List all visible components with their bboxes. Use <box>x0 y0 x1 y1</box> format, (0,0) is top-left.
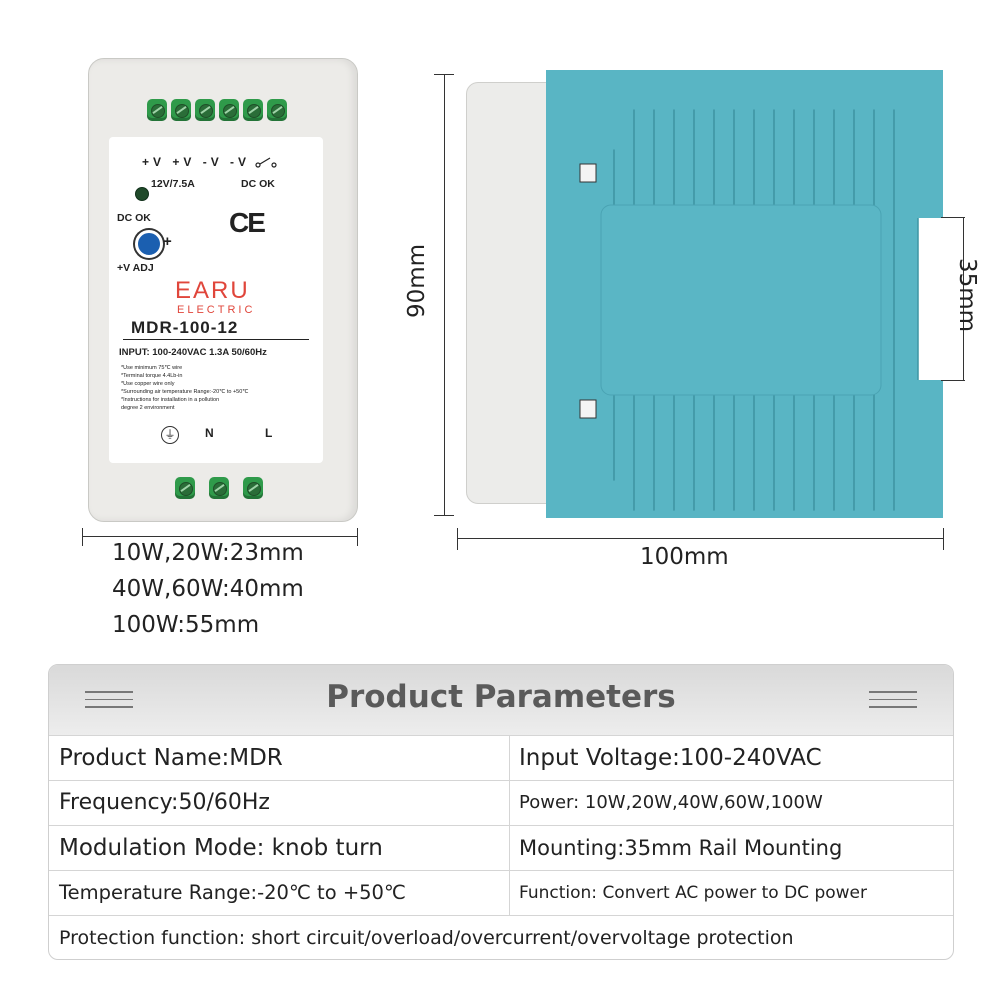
column-divider <box>509 735 510 915</box>
terminal-screw <box>175 477 195 499</box>
rail-dimension-tick <box>941 380 965 381</box>
brand-subtitle: ELECTRIC <box>177 304 256 316</box>
note-line: *Terminal torque 4.4Lb-in <box>121 373 183 379</box>
dimension-tick <box>434 74 454 75</box>
voltage-adjust-knob[interactable] <box>135 230 163 258</box>
side-ribs <box>579 109 943 511</box>
input-terminals <box>175 477 263 499</box>
note-line: *Instructions for installation in a poll… <box>121 397 220 403</box>
table-title: Product Parameters <box>326 679 676 715</box>
table-cell: Temperature Range:-20℃ to +50℃ <box>59 881 406 904</box>
terminal-screw <box>219 99 239 121</box>
table-cell: Mounting:35mm Rail Mounting <box>519 836 843 860</box>
switch-icon <box>255 157 277 168</box>
output-rating: 12V/7.5A <box>151 178 195 190</box>
width-dimension-line <box>82 536 358 537</box>
height-dimension-line <box>444 74 445 516</box>
table-cell: Protection function: short circuit/overl… <box>59 927 794 949</box>
brand-logo: EARU <box>175 277 250 304</box>
adjust-plus-sign: + <box>163 233 172 250</box>
dimension-tick <box>943 528 944 550</box>
table-cell: Modulation Mode: knob turn <box>59 835 383 861</box>
dc-ok-relay-label: DC OK <box>241 178 275 190</box>
table-cell: Power: 10W,20W,40W,60W,100W <box>519 792 823 813</box>
rail-dimension-text: 35mm <box>954 258 980 333</box>
table-cell: Input Voltage:100-240VAC <box>519 745 822 771</box>
table-header: Product Parameters <box>49 665 953 735</box>
power-supply-front-view: +V +V -V -V 12V/7.5A DC OK DC OK CE + +V… <box>88 58 358 522</box>
note-line: degree 2 environment <box>121 405 175 411</box>
width-dimension-text: 40W,60W:40mm <box>112 576 304 602</box>
terminal-screw <box>209 477 229 499</box>
depth-dimension-text: 100mm <box>640 544 729 570</box>
device-label: +V +V -V -V 12V/7.5A DC OK DC OK CE + +V… <box>109 137 323 463</box>
table-cell: Frequency:50/60Hz <box>59 790 270 815</box>
dimension-tick <box>457 528 458 550</box>
note-line: *Surrounding air temperature Range:-20℃ … <box>121 389 249 395</box>
dc-ok-led-label: DC OK <box>117 212 151 224</box>
table-row: Temperature Range:-20℃ to +50℃ Function:… <box>49 870 953 915</box>
rail-dimension-tick <box>941 217 965 218</box>
output-pin-labels: +V +V -V -V <box>142 155 251 169</box>
depth-dimension-line <box>457 538 943 539</box>
side-body <box>546 70 943 518</box>
ground-icon: ⏚ <box>161 426 179 444</box>
ce-mark: CE <box>229 207 266 238</box>
dimension-tick <box>357 528 358 546</box>
installation-notes: *Use minimum 75℃ wire *Terminal torque 4… <box>121 364 248 412</box>
input-terminal-labels: N L <box>205 426 297 440</box>
terminal-screw <box>195 99 215 121</box>
rail-dimension-line <box>963 217 964 381</box>
table-row: Product Name:MDR Input Voltage:100-240VA… <box>49 735 953 780</box>
terminal-screw <box>171 99 191 121</box>
output-terminals <box>147 99 287 121</box>
width-dimension-text: 10W,20W:23mm <box>112 540 304 566</box>
height-dimension-text: 90mm <box>404 243 430 318</box>
dc-ok-led-icon <box>135 187 149 201</box>
menu-lines-icon <box>869 691 917 714</box>
table-cell: Function: Convert AC power to DC power <box>519 883 867 903</box>
terminal-screw <box>147 99 167 121</box>
width-dimension-text: 100W:55mm <box>112 612 260 638</box>
menu-lines-icon <box>85 691 133 714</box>
table-row: Modulation Mode: knob turn Mounting:35mm… <box>49 825 953 870</box>
model-number: MDR-100-12 <box>131 318 239 337</box>
divider <box>123 339 309 340</box>
product-parameters-table: Product Parameters Product Name:MDR Inpu… <box>48 664 954 960</box>
table-row: Frequency:50/60Hz Power: 10W,20W,40W,60W… <box>49 780 953 825</box>
note-line: *Use minimum 75℃ wire <box>121 365 183 371</box>
note-line: *Use copper wire only <box>121 381 175 387</box>
v-adj-label: +V ADJ <box>117 262 154 274</box>
input-rating: INPUT: 100-240VAC 1.3A 50/60Hz <box>119 347 267 358</box>
table-row: Protection function: short circuit/overl… <box>49 915 953 959</box>
terminal-screw <box>267 99 287 121</box>
terminal-screw <box>243 99 263 121</box>
table-cell: Product Name:MDR <box>59 745 283 771</box>
dimension-tick <box>434 515 454 516</box>
dimension-tick <box>82 528 83 546</box>
terminal-screw <box>243 477 263 499</box>
